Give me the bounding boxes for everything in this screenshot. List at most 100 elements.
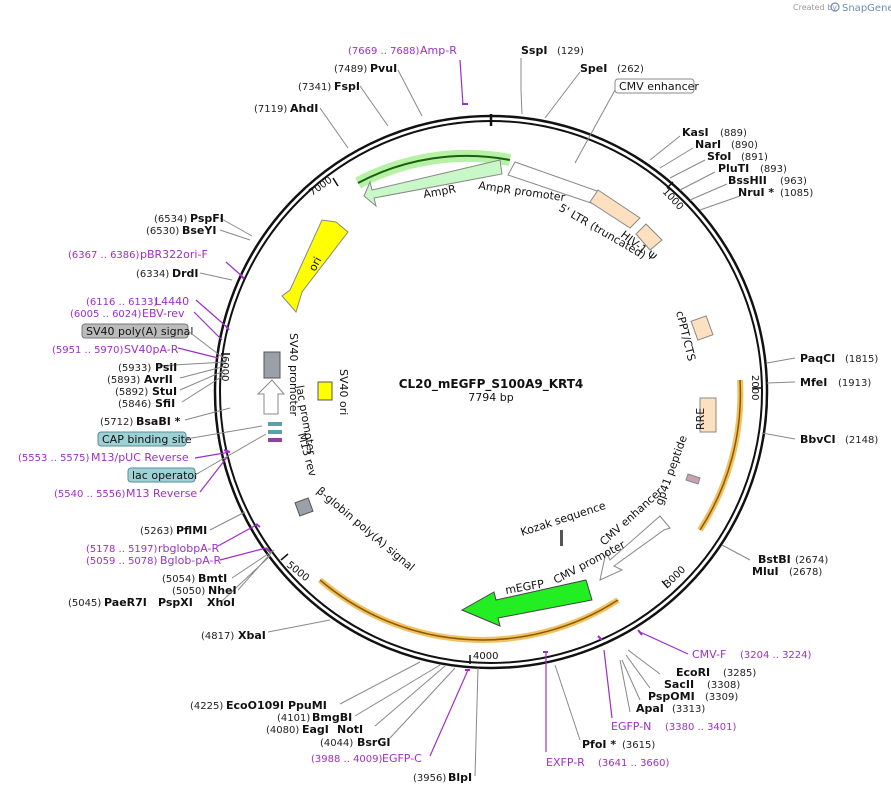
enzyme-label: AvrII xyxy=(144,373,173,386)
enzyme-pos: (3308) xyxy=(707,680,740,691)
beta-globin-label: β-globin poly(A) signal xyxy=(314,484,417,573)
cmv-enhancer-box xyxy=(614,78,695,94)
enzyme-label: PflMI xyxy=(176,524,207,537)
enzyme-label: PspOMI xyxy=(648,690,695,703)
enzyme-labels: SspI (129) SpeI (262) KasI (889) NarI (8… xyxy=(68,44,878,784)
enzyme-label: PaqCI xyxy=(800,352,835,365)
primer-range: (3204 .. 3224) xyxy=(740,650,812,661)
cmv-enhancer-arrow xyxy=(599,515,671,581)
enzyme-pos: (129) xyxy=(557,46,584,57)
kozak-block xyxy=(560,530,563,546)
enzyme-pos: (5712) xyxy=(100,417,133,428)
gp41-block xyxy=(685,473,701,485)
enzyme-label: NheI xyxy=(208,584,237,597)
enzyme-label: ApaI xyxy=(636,702,664,715)
cmv-enhancer-box-label: CMV enhancer xyxy=(619,80,699,93)
cap-site-block xyxy=(268,422,282,426)
primer-label: CMV-F xyxy=(692,648,726,661)
enzyme-pos: (2678) xyxy=(789,567,822,578)
primer-range: (5553 .. 5575) xyxy=(18,453,90,464)
enzyme-label: PluTI xyxy=(718,162,749,175)
lac-operator-box-label: lac operator xyxy=(132,469,199,482)
plasmid-length: 7794 bp xyxy=(468,391,513,404)
primer-range: (6367 .. 6386) xyxy=(68,250,140,261)
sv40-ori-label: SV40 ori xyxy=(337,369,350,415)
enzyme-label: EagI xyxy=(302,723,329,736)
cap-binding-box-label: CAP binding site xyxy=(102,433,192,446)
primer-range: (5951 .. 5970) xyxy=(52,345,124,356)
enzyme-pos: (963) xyxy=(780,176,807,187)
enzyme-label: BmgBI xyxy=(312,711,352,724)
enzyme-pos: (5933) xyxy=(118,363,151,374)
enzyme-pos: (2674) xyxy=(795,555,828,566)
snapgene-logo: SnapGene xyxy=(830,2,891,14)
enzyme-pos: (5263) xyxy=(140,526,173,537)
enzyme-label: BseYI xyxy=(182,224,216,237)
tick-6000: 6000 xyxy=(219,356,230,381)
enzyme-pos: (3285) xyxy=(723,668,756,679)
enzyme-pos: (5050) xyxy=(172,586,205,597)
enzyme-label: BlpI xyxy=(448,771,472,784)
enzyme-label: KasI xyxy=(682,126,709,139)
enzyme-pos: (262) xyxy=(617,64,644,75)
enzyme-label: NruI * xyxy=(738,186,774,199)
enzyme-pos: (5846) xyxy=(118,399,151,410)
enzyme-label: PaeR7I xyxy=(104,596,147,609)
sv40-polya-box-label: SV40 poly(A) signal xyxy=(86,325,193,338)
primer-range: (5540 .. 5556) xyxy=(54,489,126,500)
cds-strand xyxy=(319,579,619,641)
enzyme-label: NarI xyxy=(695,138,721,151)
enzyme-pos: (5893) xyxy=(107,375,140,386)
enzyme-pos: (5045) xyxy=(68,598,101,609)
plasmid-name: CL20_mEGFP_S100A9_KRT4 xyxy=(399,377,584,392)
primer-label: EBV-rev xyxy=(142,307,185,320)
enzyme-label: XbaI xyxy=(238,629,266,642)
created-by-label: Created by xyxy=(793,3,837,12)
primer-label: L4440 xyxy=(155,295,189,308)
primer-range: (7669 .. 7688) xyxy=(348,46,420,57)
primer-labels: (7669 .. 7688) Amp-R (6367 .. 6386) pBR3… xyxy=(18,44,812,769)
enzyme-pos: (890) xyxy=(731,140,758,151)
primer-label: pBR322ori-F xyxy=(140,248,208,261)
primer-range: (5178 .. 5197) xyxy=(86,544,158,555)
enzyme-pos: (6334) xyxy=(136,269,169,280)
enzyme-pos: (7341) xyxy=(298,82,331,93)
primer-label: Bglob-pA-R xyxy=(160,554,222,567)
cppt-block xyxy=(690,315,714,341)
enzyme-label: EcoO109I xyxy=(226,699,284,712)
primer-label: rbglobpA-R xyxy=(158,542,219,555)
enzyme-label: SpeI xyxy=(580,62,607,75)
enzyme-label: PspXI xyxy=(158,596,193,609)
enzyme-label: BmtI xyxy=(198,572,227,585)
primer-range: (3988 .. 4009) xyxy=(311,754,383,765)
enzyme-pos: (891) xyxy=(741,152,768,163)
kozak-label: Kozak sequence xyxy=(519,499,608,539)
primer-range: (6005 .. 6024) xyxy=(70,309,142,320)
rre-strand xyxy=(699,379,742,531)
primer-range: (5059 .. 5078) xyxy=(86,556,158,567)
enzyme-label: BstBI xyxy=(758,553,791,566)
primer-label: EXFP-R xyxy=(546,756,585,769)
lac-promoter-arrow xyxy=(256,379,286,415)
tick-3000: 3000 xyxy=(662,564,688,590)
primer-label: EGFP-N xyxy=(611,720,651,733)
tick-2000: 2000 xyxy=(749,375,760,400)
tick-7000: 7000 xyxy=(307,175,334,199)
enzyme-pos: (4225) xyxy=(190,701,223,712)
enzyme-label: PvuI xyxy=(370,62,397,75)
enzyme-pos: (893) xyxy=(760,164,787,175)
enzyme-pos: (3313) xyxy=(672,704,705,715)
enzyme-label: SspI xyxy=(521,44,547,57)
enzyme-label: NotI xyxy=(337,723,363,736)
sv40-promoter-label: SV40 promoter xyxy=(287,333,300,417)
enzyme-pos: (3615) xyxy=(622,740,655,751)
enzyme-label: StuI xyxy=(152,385,177,398)
enzyme-pos: (3309) xyxy=(705,692,738,703)
enzyme-pos: (7119) xyxy=(254,104,287,115)
primer-label: M13 Reverse xyxy=(126,487,197,500)
enzyme-pos: (3956) xyxy=(413,773,446,784)
enzyme-label: BbvCI xyxy=(800,433,836,446)
enzyme-label: SfoI xyxy=(707,150,731,163)
enzyme-label: PsiI xyxy=(155,361,177,374)
enzyme-pos: (4101) xyxy=(277,713,310,724)
